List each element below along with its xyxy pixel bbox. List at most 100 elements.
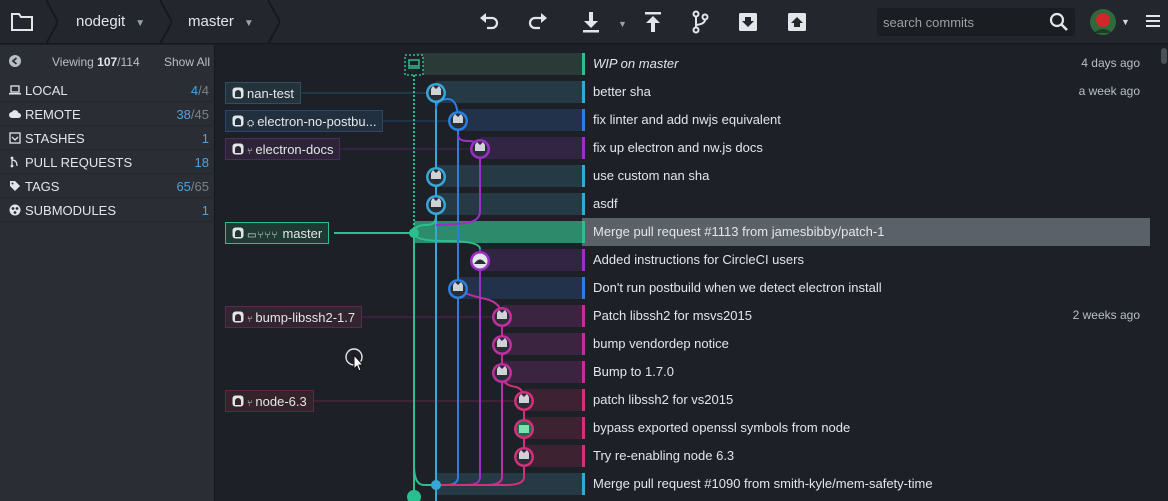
commit-row[interactable]: bypass exported openssl symbols from nod… [216, 414, 1150, 442]
branch-tag-electron-docs[interactable]: ⑂electron-docs [225, 138, 341, 160]
viewing-header: Viewing 107/114 Show All [0, 45, 215, 77]
commit-date: a week ago [1078, 84, 1140, 98]
commit-row[interactable]: Patch libssh2 for msvs2015 2 weeks ago [216, 302, 1150, 330]
pull-request-icon: ⑂ [247, 314, 253, 324]
submodule-icon [9, 204, 21, 216]
chevron-down-icon: ▼ [135, 18, 146, 29]
pull-request-icon: ⑂ [247, 146, 253, 156]
section-stashes[interactable]: STASHES 1 [0, 126, 215, 150]
commit-row[interactable]: Don't run postbuild when we detect elect… [216, 274, 1150, 302]
commit-row[interactable]: patch libssh2 for vs2015 [216, 386, 1150, 414]
section-pull-requests[interactable]: PULL REQUESTS 18 [0, 150, 215, 174]
hamburger-menu-icon[interactable] [1146, 14, 1160, 28]
branch-button[interactable] [688, 10, 712, 34]
avatar[interactable] [1090, 9, 1116, 35]
section-count: 18 [194, 155, 209, 170]
commit-node-avatar [470, 139, 490, 159]
commit-row[interactable]: Try re-enabling node 6.3 [216, 442, 1150, 470]
repo-selector[interactable]: nodegit▼ [76, 0, 145, 44]
github-icon [232, 311, 244, 323]
row-band [436, 193, 582, 215]
back-arrow-icon[interactable] [9, 55, 21, 67]
selection-highlight [582, 218, 1150, 246]
row-band [502, 361, 582, 383]
commit-message: better sha [593, 84, 651, 99]
section-submodules[interactable]: SUBMODULES 1 [0, 198, 215, 222]
commit-node-avatar [492, 335, 512, 355]
undo-button[interactable] [477, 10, 501, 34]
commit-message: Don't run postbuild when we detect elect… [593, 280, 882, 295]
stash-button[interactable] [736, 10, 760, 34]
folder-icon[interactable] [10, 11, 34, 33]
row-band [458, 277, 582, 299]
commit-message: fix linter and add nwjs equivalent [593, 112, 781, 127]
tag-icon [10, 181, 20, 191]
commit-message: Merge pull request #1113 from jamesbibby… [593, 224, 885, 239]
row-color-bar [582, 193, 585, 215]
commit-row-selected[interactable]: Merge pull request #1113 from jamesbibby… [216, 218, 1150, 246]
row-band [416, 53, 582, 75]
commit-row[interactable]: better sha a week ago [216, 78, 1150, 106]
push-button[interactable] [641, 10, 665, 34]
commit-node-avatar [426, 195, 446, 215]
commit-message: Patch libssh2 for msvs2015 [593, 308, 752, 323]
pull-request-icon [10, 156, 18, 168]
search-icon[interactable] [1049, 12, 1069, 32]
redo-icon [528, 13, 547, 30]
chevron-down-icon[interactable]: ▼ [1121, 17, 1130, 27]
commit-row[interactable]: Bump to 1.7.0 [216, 358, 1150, 386]
row-band [480, 249, 582, 271]
branch-tag-bump-libssh2[interactable]: ⑂bump-libssh2-1.7 [225, 306, 363, 328]
commit-row[interactable]: use custom nan sha [216, 162, 1150, 190]
commit-message: use custom nan sha [593, 168, 710, 183]
section-tags[interactable]: TAGS 65/65 [0, 174, 215, 198]
row-color-bar [582, 277, 585, 299]
branch-tag-node-6-3[interactable]: ⑂node-6.3 [225, 390, 314, 412]
cloud-icon [9, 110, 21, 118]
github-icon [232, 395, 244, 407]
branch-tag-electron-no-postbuild[interactable]: ⛭electron-no-postbu... [225, 110, 384, 132]
branch-selector[interactable]: master▼ [188, 0, 254, 44]
commit-row[interactable]: fix linter and add nwjs equivalent [216, 106, 1150, 134]
laptop-icon: ⛭ [247, 118, 255, 128]
commit-node-avatar [426, 83, 446, 103]
github-icon [232, 143, 244, 155]
pop-button[interactable] [785, 10, 809, 34]
row-color-bar [582, 165, 585, 187]
stash-icon [9, 132, 21, 144]
commit-row[interactable]: Added instructions for CircleCI users [216, 246, 1150, 274]
commit-node-avatar [514, 419, 534, 439]
row-color-bar [582, 333, 585, 355]
section-remote[interactable]: REMOTE 38/45 [0, 102, 215, 126]
graph-lines [294, 54, 525, 501]
commit-row[interactable]: bump vendordep notice [216, 330, 1150, 358]
row-band [502, 305, 582, 327]
scrollbar-thumb[interactable] [1161, 48, 1167, 64]
pull-options-chevron-icon[interactable]: ▼ [618, 19, 627, 29]
left-panel: Viewing 107/114 Show All LOCAL 4/4 REMOT… [0, 45, 215, 501]
search-input[interactable] [883, 12, 1043, 32]
pull-button[interactable] [579, 10, 603, 34]
branch-tag-nan-test[interactable]: nan-test [225, 82, 301, 104]
show-all-link[interactable]: Show All [163, 55, 210, 69]
commit-row-wip[interactable]: WIP on master 4 days ago [216, 50, 1150, 78]
commit-nodes [426, 83, 534, 467]
row-color-bar [582, 361, 585, 383]
commit-row[interactable]: fix up electron and nw.js docs [216, 134, 1150, 162]
undo-icon [480, 13, 499, 30]
section-count: 65/65 [176, 179, 209, 194]
row-band [480, 137, 582, 159]
search-box[interactable] [877, 8, 1075, 36]
row-color-bar [582, 417, 585, 439]
row-color-bar [582, 305, 585, 327]
github-icon [232, 227, 244, 239]
section-local[interactable]: LOCAL 4/4 [0, 78, 215, 102]
vertical-scrollbar[interactable] [1160, 46, 1168, 501]
commit-node-avatar [448, 279, 468, 299]
viewing-count: Viewing 107/114 [52, 55, 140, 69]
redo-button[interactable] [526, 10, 550, 34]
branch-tag-master[interactable]: ▭⑂⑂⑂master [225, 222, 330, 244]
commit-message: Merge pull request #1090 from smith-kyle… [593, 476, 933, 491]
commit-row[interactable]: asdf [216, 190, 1150, 218]
commit-node-avatar [492, 307, 512, 327]
